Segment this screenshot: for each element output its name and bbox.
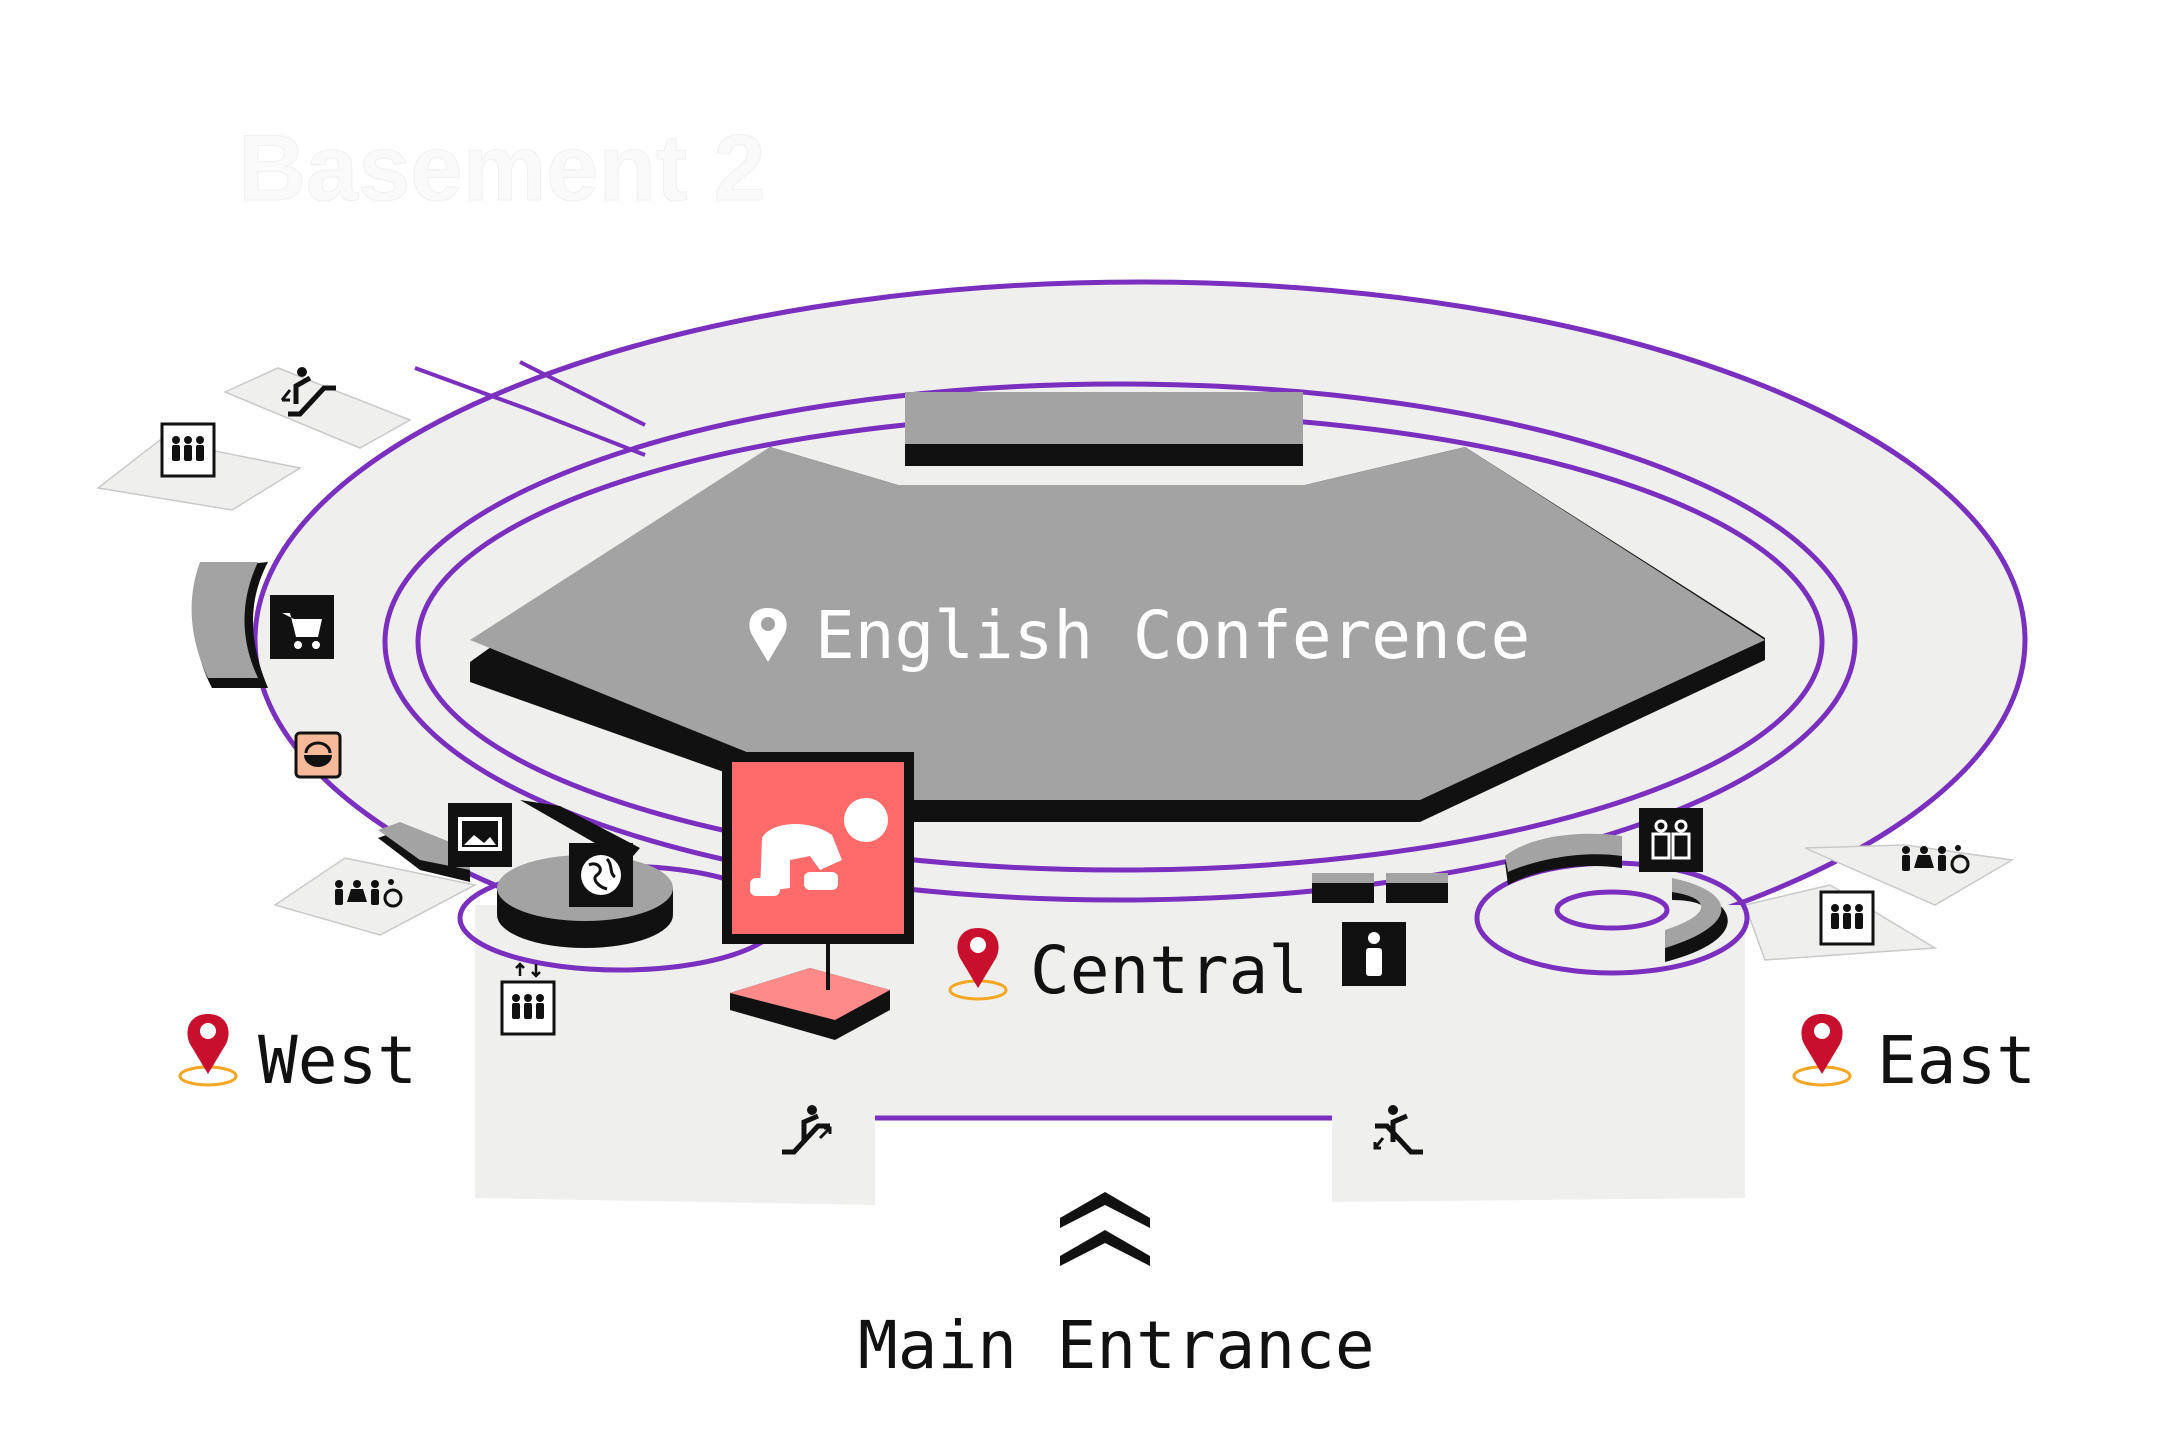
info-desks <box>1312 873 1448 903</box>
elevator-icon[interactable] <box>1819 890 1875 946</box>
entrance-arrow-icon <box>1060 1192 1150 1266</box>
east-kiosk <box>1474 833 1750 976</box>
main-entrance-label[interactable]: Main Entrance <box>858 1307 1375 1384</box>
north-stage <box>905 392 1303 466</box>
food-bowl-icon[interactable] <box>294 731 342 779</box>
elevator-icon[interactable] <box>160 422 216 478</box>
globe-icon[interactable] <box>569 843 633 907</box>
photo-gallery-icon[interactable] <box>448 803 512 867</box>
information-icon[interactable] <box>1342 922 1406 986</box>
escalator-icon[interactable] <box>782 1105 832 1155</box>
restroom-accessible-icon[interactable] <box>335 879 403 908</box>
english-conference-hall[interactable] <box>470 447 1765 822</box>
venue-label: English Conference <box>815 597 1530 674</box>
west-zone-label[interactable]: West <box>258 1022 417 1099</box>
floor-title: Basement 2 <box>238 115 766 220</box>
escalator-icon[interactable] <box>1373 1105 1423 1155</box>
west-store-block <box>191 562 268 688</box>
escalator-icon[interactable] <box>280 367 336 417</box>
restroom-accessible-icon[interactable] <box>1902 845 1970 874</box>
baby-care-marker[interactable] <box>722 752 914 1040</box>
central-pin-icon <box>948 928 1008 1001</box>
family-room-icon[interactable] <box>1639 808 1703 872</box>
shopping-cart-icon[interactable] <box>270 595 334 659</box>
baby-crawling-icon <box>750 798 888 896</box>
central-zone-label[interactable]: Central <box>1030 932 1308 1009</box>
elevator-icon[interactable] <box>500 962 556 1036</box>
east-zone-label[interactable]: East <box>1877 1022 2036 1099</box>
west-pin-icon <box>178 1014 238 1087</box>
venue-pin-icon <box>749 608 787 662</box>
east-pin-icon <box>1792 1014 1852 1087</box>
west-bench <box>378 822 470 882</box>
